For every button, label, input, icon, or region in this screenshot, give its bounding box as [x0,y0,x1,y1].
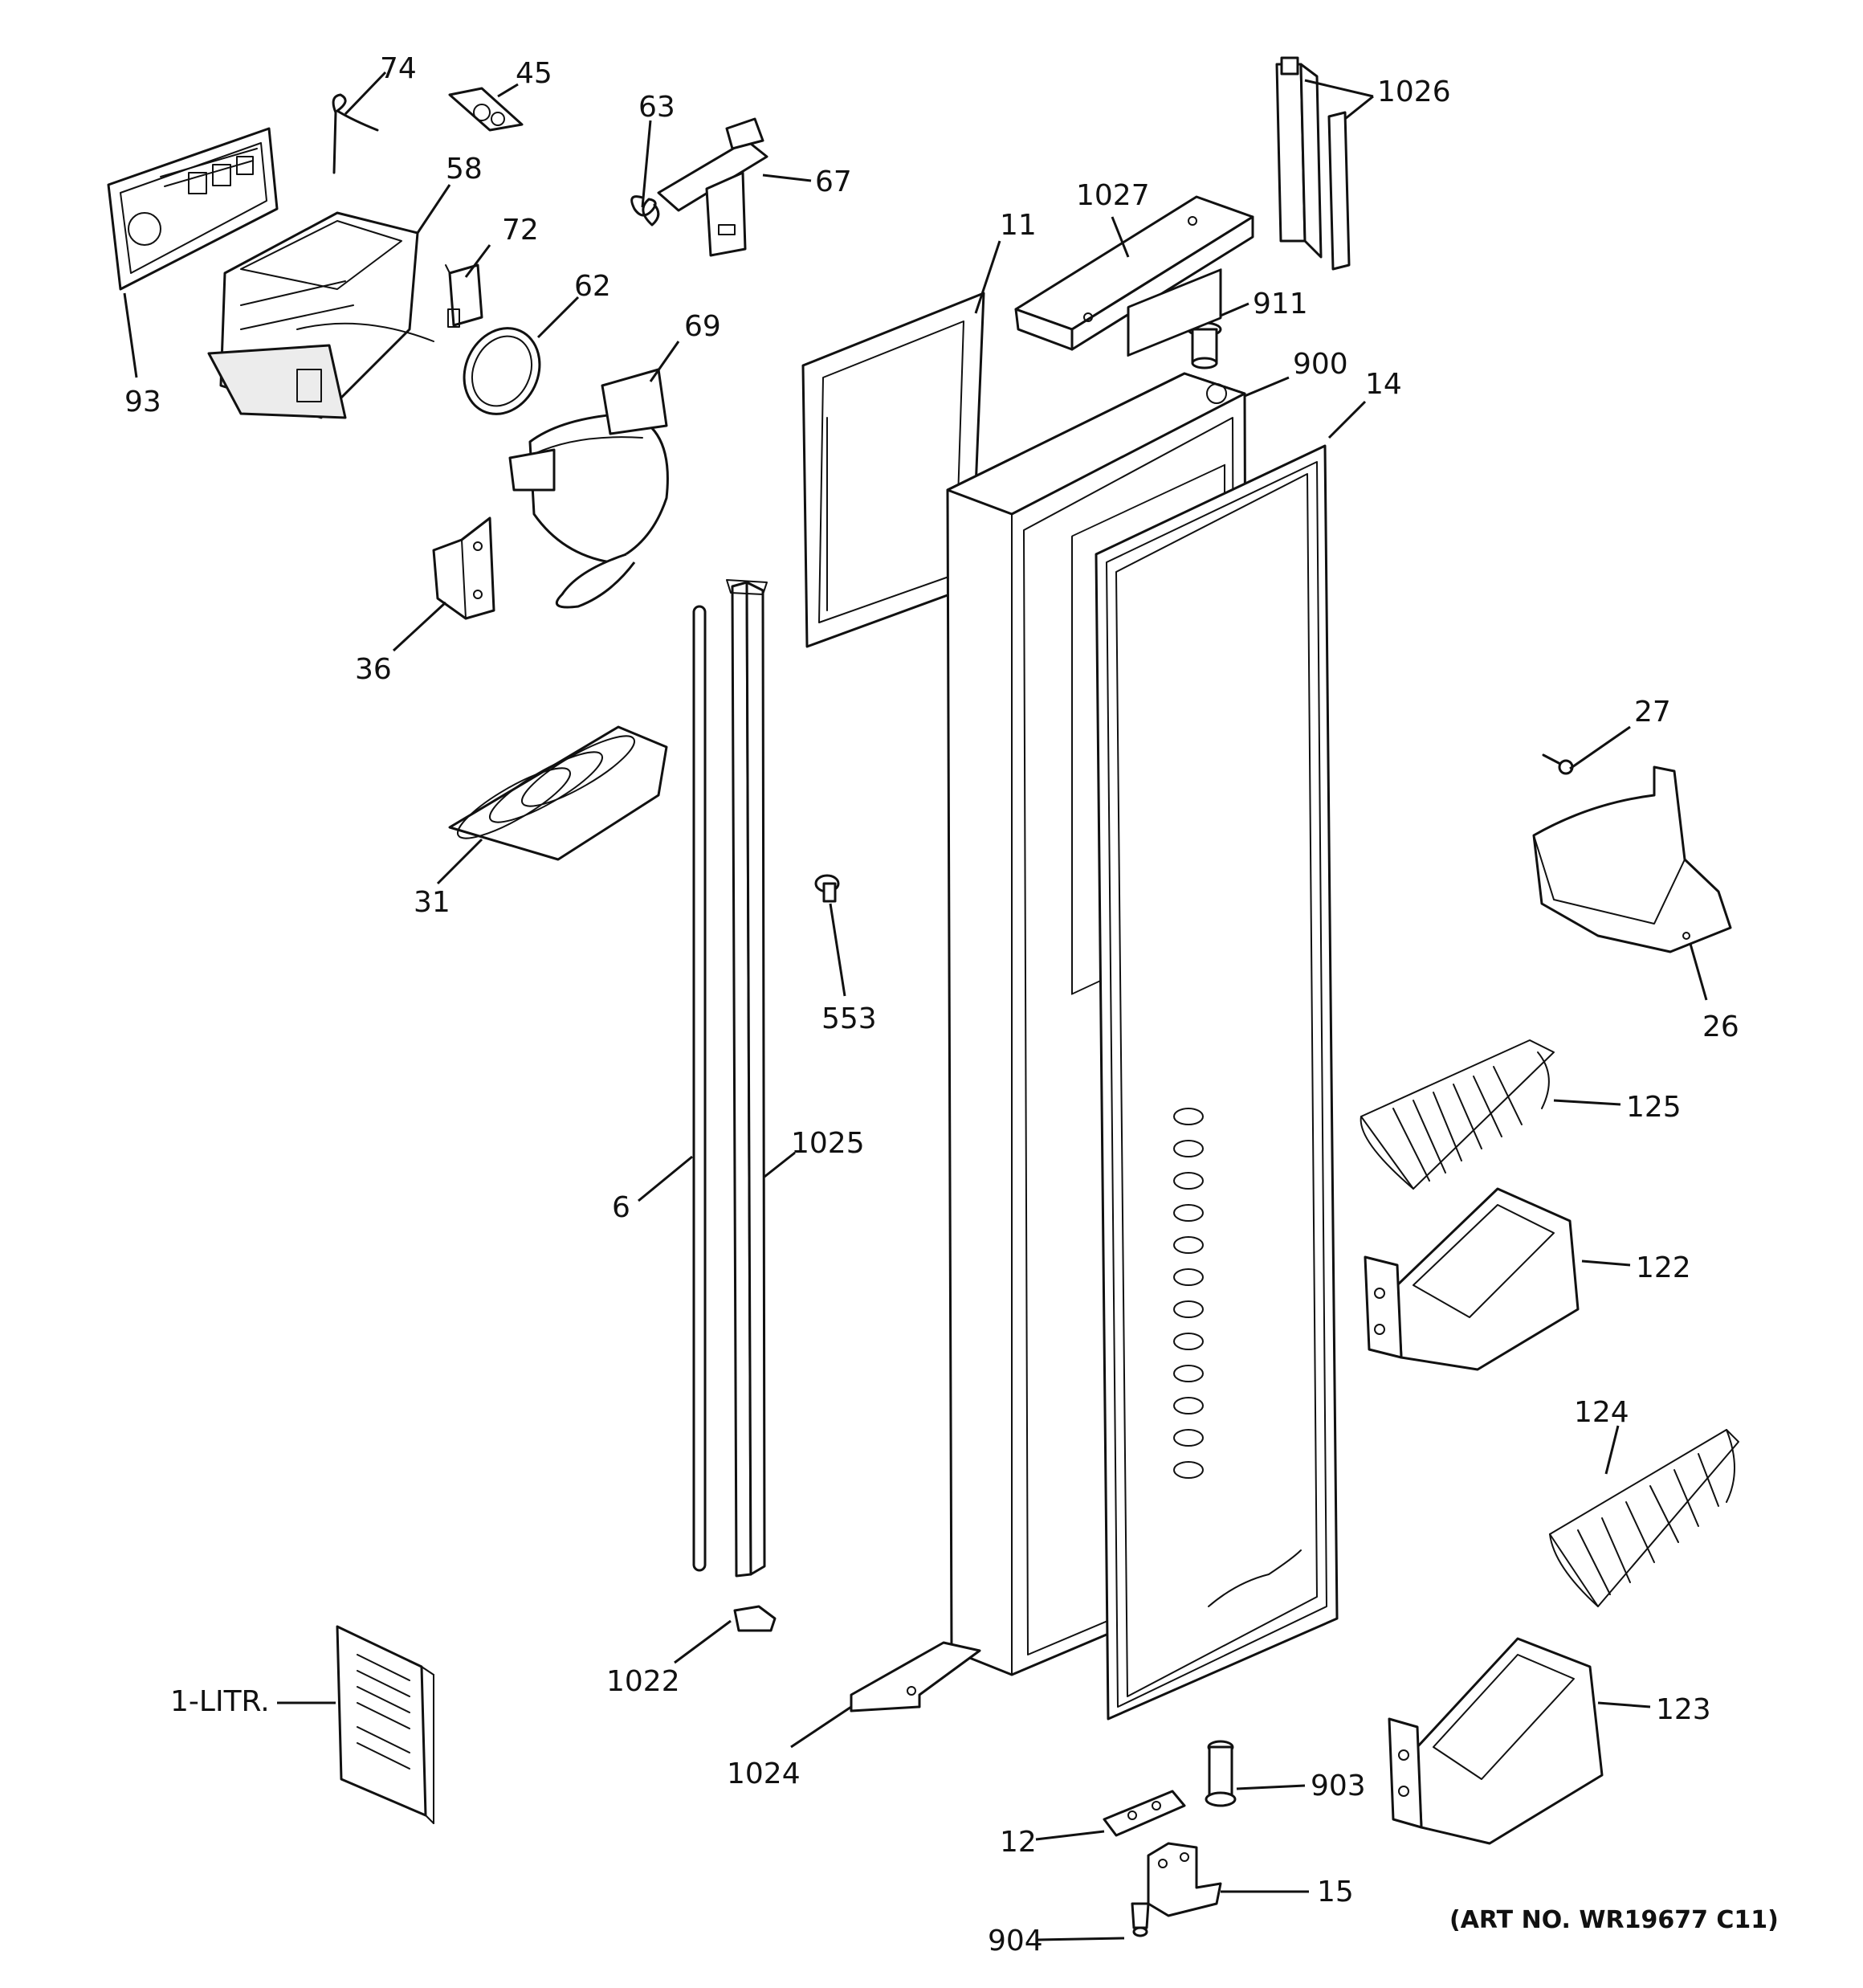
label-125: 125 [1626,1091,1682,1124]
part-122-door-bin[interactable] [1364,1187,1580,1371]
wire-bars [1392,1066,1523,1182]
label-903: 903 [1311,1770,1366,1802]
label-26: 26 [1702,1010,1739,1043]
label-122: 122 [1636,1251,1691,1284]
art-number: (ART NO. WR19677 C11) [1449,1906,1779,1934]
label-1022: 1022 [606,1665,680,1698]
label-15: 15 [1317,1876,1354,1908]
label-900: 900 [1293,348,1348,381]
label-1025: 1025 [791,1127,865,1160]
part-904-screw[interactable] [1131,1902,1150,1937]
part-553-fastener[interactable] [814,874,840,903]
label-1-litr: 1-LITR. [170,1685,270,1718]
wire-bars [1577,1453,1719,1595]
part-62-ring[interactable] [450,316,553,427]
part-69-ice-chute[interactable] [508,368,669,609]
label-69: 69 [684,310,721,343]
part-903-hinge-pin[interactable] [1205,1740,1237,1807]
shelf-clips [1173,1108,1204,1479]
label-58: 58 [446,153,483,186]
part-15-hinge[interactable] [1147,1842,1222,1917]
part-26-dairy-bin[interactable] [1532,765,1732,953]
label-11: 11 [1000,209,1037,242]
part-1027-door-cap[interactable] [1014,195,1254,351]
part-125-wire-shelf[interactable] [1360,1039,1555,1190]
label-12: 12 [1000,1826,1037,1859]
label-31: 31 [414,886,450,919]
part-72-switch[interactable] [445,263,483,328]
label-62: 62 [574,270,611,303]
label-911: 911 [1253,288,1308,320]
leader-lines [123,71,1708,1941]
part-14-door-gasket[interactable] [1095,268,1339,1721]
label-123: 123 [1656,1693,1711,1726]
part-67-lever[interactable] [657,117,768,257]
part-31-drip-tray[interactable] [448,725,668,861]
part-1022-clip[interactable] [733,1605,777,1632]
part-45-bracket[interactable] [448,87,524,132]
label-63: 63 [638,91,675,124]
part-911-bushing[interactable] [1187,321,1222,369]
label-27: 27 [1634,696,1671,729]
part-93-control-panel[interactable] [107,127,279,291]
part-123-door-bin[interactable] [1388,1637,1604,1845]
part-1026-handle-trim[interactable] [1275,56,1351,271]
label-1026: 1026 [1377,76,1451,108]
part-124-wire-shelf[interactable] [1549,1429,1739,1607]
label-36: 36 [355,653,392,686]
part-12-shim[interactable] [1103,1790,1186,1837]
label-45: 45 [516,57,552,90]
label-1024: 1024 [727,1757,801,1790]
part-27-screw[interactable] [1542,753,1574,775]
part-36-bracket[interactable] [432,516,495,620]
label-74: 74 [380,52,417,85]
part-1024-bracket[interactable] [850,1641,981,1712]
label-72: 72 [502,214,539,247]
part-74-spring[interactable] [332,93,379,174]
label-6: 6 [612,1191,630,1224]
part-1-litr-literature[interactable] [336,1625,434,1824]
label-904: 904 [988,1925,1043,1957]
label-1027: 1027 [1076,179,1150,212]
label-14: 14 [1365,368,1402,401]
part-58-dispenser-housing[interactable] [207,211,434,419]
label-553: 553 [821,1002,877,1035]
part-labels: 74 45 58 93 72 62 63 67 69 36 31 11 1027… [124,52,1739,1957]
label-93: 93 [124,386,161,418]
label-124: 124 [1574,1396,1629,1429]
part-63-spring[interactable] [630,195,660,227]
part-6-rod[interactable] [692,605,707,1572]
part-1025-hinge-strip[interactable] [726,579,768,1578]
label-67: 67 [815,165,852,198]
